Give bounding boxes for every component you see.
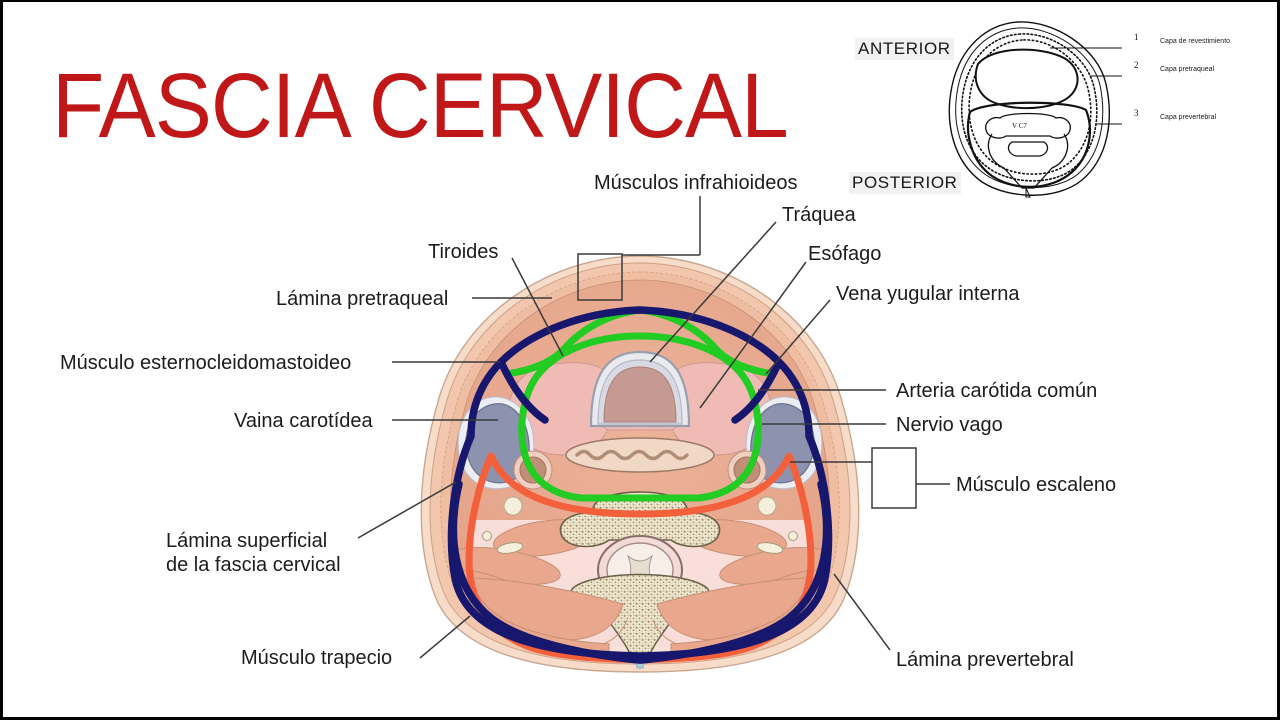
label-lamina-superficial-line2: de la fascia cervical xyxy=(166,554,341,577)
label-esofago: Esófago xyxy=(808,243,882,265)
label-lamina-superficial: Lámina superficial de la fascia cervical xyxy=(166,529,366,578)
letterbox-left xyxy=(0,0,3,720)
inset-posterior-label: POSTERIOR xyxy=(849,172,961,194)
esophagus-mucosa xyxy=(575,449,689,461)
label-arteria-carotida-comun: Arteria carótida común xyxy=(896,380,1098,402)
label-musculos-infrahioideos: Músculos infrahioideos xyxy=(594,172,798,194)
visceral-compartment xyxy=(509,350,771,473)
inset-key-text-2: Capa pretraqueal xyxy=(1160,66,1215,73)
letterbox-bottom xyxy=(0,717,1280,720)
inset-anterior-label: ANTERIOR xyxy=(855,38,954,60)
inset-key-text-3: Capa prevertebral xyxy=(1160,114,1217,121)
label-nervio-vago: Nervio vago xyxy=(896,414,1003,436)
esophagus xyxy=(565,437,715,473)
inset-key-number-2: 2 xyxy=(1134,60,1139,70)
vagus-nerve-left xyxy=(503,496,523,516)
label-tiroides: Tiroides xyxy=(428,241,499,263)
label-musculo-trapecio: Músculo trapecio xyxy=(241,647,393,669)
inset-key-text-1: Capa de revestimiento xyxy=(1160,38,1231,45)
label-vena-yugular-interna: Vena yugular interna xyxy=(836,283,1020,305)
tracheal-lumen xyxy=(603,366,677,423)
label-musculo-escaleno: Músculo escaleno xyxy=(956,474,1117,496)
label-vaina-carotidea: Vaina carotídea xyxy=(234,410,373,432)
label-lamina-superficial-line1: Lámina superficial xyxy=(166,530,328,552)
neck-cross-section-illustration xyxy=(420,255,860,673)
page-title: FASCIA CERVICAL xyxy=(52,55,789,157)
letterbox-right xyxy=(1277,0,1280,720)
posterior-compartment xyxy=(449,491,831,669)
label-lamina-prevertebral: Lámina prevertebral xyxy=(896,649,1074,671)
inset-vertebra-label: V C7 xyxy=(1012,122,1027,130)
letterbox-top xyxy=(0,0,1280,2)
label-musculo-esternocleidomastoideo: Músculo esternocleidomastoideo xyxy=(60,352,352,374)
inset-key-number-1: 1 xyxy=(1134,32,1139,42)
label-traquea: Tráquea xyxy=(782,204,856,226)
inset-fascia-layers-diagram: V C7 xyxy=(948,21,1122,198)
vagus-nerve-right xyxy=(757,496,777,516)
label-lamina-pretraqueal: Lámina pretraqueal xyxy=(276,288,449,310)
inset-key-number-3: 3 xyxy=(1134,108,1139,118)
